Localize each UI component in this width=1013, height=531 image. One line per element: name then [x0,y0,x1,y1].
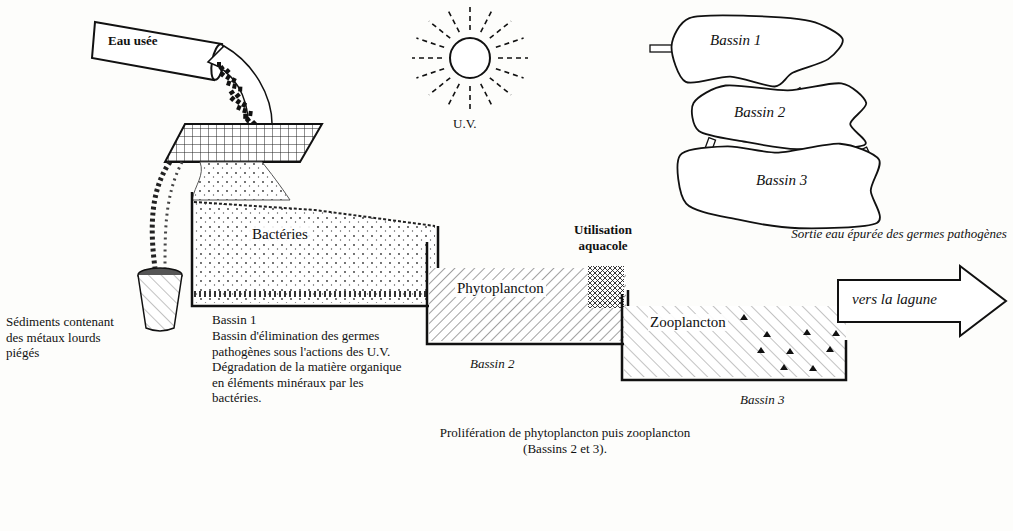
basin-outline [692,83,866,149]
annotation: Prolifération de phytoplancton puis zoop… [430,425,700,456]
illustration-part [245,117,251,123]
pipe [92,22,222,80]
basin-label: vers la lagune [852,291,937,308]
illustration-part [232,83,237,89]
illustration-part [469,6,471,30]
illustration-part [498,57,528,59]
node-shape [668,12,846,88]
basin: Zooplancton [620,290,848,382]
basin-wall [192,192,438,306]
waste-dots [217,62,257,132]
outlet-arrow: vers la lagune [838,266,1008,336]
inset-basin: Bassin 1 [668,12,846,88]
illustration-part [496,69,524,78]
illustration-part [248,111,253,117]
illustration-part [469,86,471,110]
water [194,202,435,303]
annotation: Sédiments contenant des métaux lourds pi… [6,314,126,361]
illustration-part [481,10,492,32]
bucket [138,275,182,331]
sludge [194,291,435,297]
illustration-part [496,38,524,47]
inset-basin: Bassin 2 [690,82,868,152]
annotation: Bassin 3 [740,392,820,408]
zooplankton [740,314,840,371]
screen-grating [165,124,322,162]
basin-label: Zooplancton [648,314,728,331]
illustration-part [235,99,241,105]
illustration-part [225,74,231,80]
water-stream [208,46,272,130]
sun-rays [412,6,528,110]
sun [450,38,490,78]
inset-label: Bassin 2 [734,104,785,121]
annotation: Sortie eau épurée des germes pathogènes [790,226,1008,242]
illustration-part [217,62,221,67]
illustration-part [416,69,444,78]
basin-wall [622,294,846,380]
pipe-label: Eau usée [108,33,198,49]
illustration-part [242,108,247,114]
illustration-part [243,114,247,119]
annotation: U.V. [453,116,503,132]
illustration-part [234,92,240,98]
inset-basin: Bassin 3 [676,142,881,230]
basin-outline [672,15,843,86]
illustration-part [238,86,242,91]
inset-label: Bassin 1 [710,32,761,49]
basin-label: Phytoplancton [455,280,546,297]
illustration-part [236,105,242,111]
basin-outline [678,144,880,229]
aquaculture-zone [588,266,624,308]
illustration-part [448,84,459,106]
basin: Bactéries [190,180,440,308]
illustration-part [218,65,224,71]
illustration-part [416,38,444,47]
annotation: Bassin 1 [212,312,402,328]
illustration-part [229,89,235,95]
node-shape [190,180,440,308]
inset-label: Bassin 3 [756,172,807,189]
basin-wall [427,242,628,344]
illustration-part [412,57,442,59]
arrow-outline [838,266,1006,336]
illustration-part [224,68,230,74]
sediment-flow [165,162,182,268]
water [624,306,846,377]
illustration-part [429,21,450,38]
basin-label: Bactéries [250,226,310,243]
annotation: Bassin d'élimination des germes pathogèn… [212,328,412,406]
illustration-part [481,84,492,106]
annotation: Bassin 2 [470,356,550,372]
illustration-part [448,10,459,32]
illustration-part [226,80,231,86]
illustration-part [490,21,511,38]
illustration-part [219,71,225,77]
illustration-part [241,102,247,108]
water-surface [194,202,435,226]
illustration-part [229,96,235,102]
node-shape [620,290,848,382]
inflow [192,162,290,200]
illustration-part [429,78,450,95]
illustration-part [231,77,237,83]
illustration-part [490,78,511,95]
annotation: Utilisation aquacole [548,222,658,253]
